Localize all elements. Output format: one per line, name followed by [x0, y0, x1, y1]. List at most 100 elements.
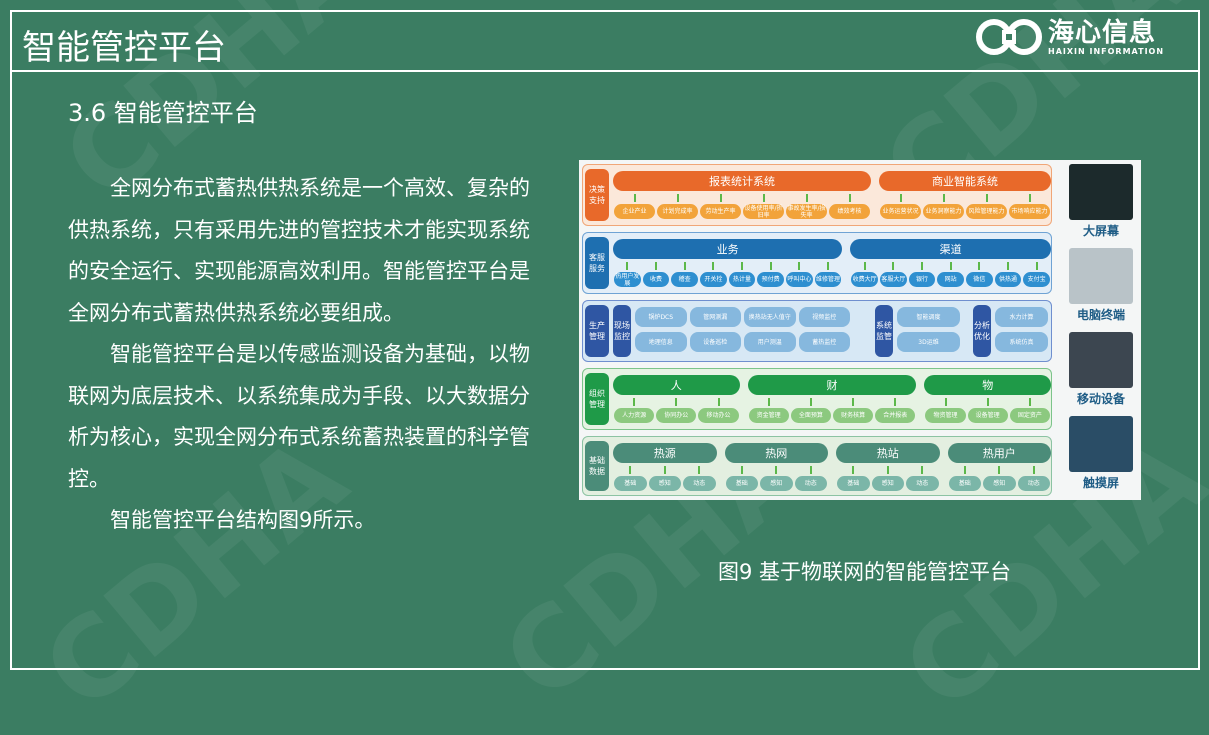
group-bar: 财 [747, 375, 917, 395]
module-pill: 业务洞察能力 [923, 204, 964, 219]
section-title: 3.6 智能管控平台 [68, 99, 258, 127]
group-bar: 热网 [724, 443, 828, 463]
arrow-icon [944, 398, 947, 406]
logo-text-cn: 海心信息 [1048, 17, 1157, 48]
company-logo: 海心信息 HAIXIN INFORMATION [976, 18, 1164, 56]
arrow-icon [675, 398, 678, 406]
module-pill: 感知 [871, 476, 904, 491]
device-image [1069, 416, 1133, 472]
arrow-icon [1007, 262, 1009, 270]
arrow-icon [633, 194, 636, 202]
module-pill: 企业产业 [614, 204, 655, 219]
arrow-icon [719, 194, 722, 202]
module-pill: 计划完成率 [657, 204, 698, 219]
arrow-icon [663, 466, 666, 474]
arrow-icon [852, 398, 855, 406]
arrow-icon [998, 466, 1001, 474]
arrow-icon [775, 466, 778, 474]
module-pill: 维修管理 [814, 272, 842, 287]
arrow-icon [809, 466, 812, 474]
platform-architecture-diagram: 决策支持报表统计系统企业产业计划完成率劳动生产率设备使用率/折旧率事故发生率/损… [579, 160, 1141, 500]
arrow-icon [740, 466, 743, 474]
module-pill: 财务核算 [833, 408, 874, 423]
diagram-layer-service: 客服服务业务热用户发展收费稽查开关栓热计量预付费呼叫中心维修管理渠道收费大厅客服… [582, 232, 1052, 294]
module-pill: 动态 [683, 476, 716, 491]
group-bar: 渠道 [850, 239, 1051, 259]
layer-label: 组织管理 [585, 373, 609, 425]
arrow-icon [942, 194, 945, 202]
logo-text-en: HAIXIN INFORMATION [1048, 46, 1165, 56]
figure-caption: 图9 基于物联网的智能管控平台 [718, 560, 1012, 584]
module-pill: 客服大厅 [880, 272, 907, 287]
layer-label: 客服服务 [585, 237, 609, 289]
arrow-icon [986, 398, 989, 406]
arrow-icon [985, 194, 988, 202]
arrow-icon [676, 194, 679, 202]
module-pill: 基础 [725, 476, 758, 491]
module-pill: 换热站无人值守 [744, 307, 796, 327]
group-label: 分析优化 [973, 305, 991, 357]
module-pill: 感知 [648, 476, 681, 491]
module-pill: 供热通 [994, 272, 1022, 287]
arrow-icon [655, 262, 657, 270]
module-pill: 开关栓 [700, 272, 727, 287]
group-bar: 报表统计系统 [613, 171, 871, 191]
module-pill: 事故发生率/损失率 [786, 204, 827, 219]
group-bar: 物 [924, 375, 1051, 395]
group-bar: 热源 [613, 443, 717, 463]
module-pill: 系统仿真 [995, 332, 1048, 352]
layer-label: 决策支持 [585, 169, 609, 221]
module-pill: 视频监控 [798, 307, 850, 327]
arrow-icon [629, 466, 632, 474]
arrow-icon [741, 262, 743, 270]
module-pill: 设备使用率/折旧率 [743, 204, 784, 219]
module-pill: 基础 [837, 476, 870, 491]
module-pill: 风险管理能力 [966, 204, 1007, 219]
module-pill: 基础 [948, 476, 981, 491]
arrow-icon [848, 194, 851, 202]
module-pill: 劳动生产率 [700, 204, 741, 219]
module-pill: 全面预算 [790, 408, 831, 423]
header-divider [10, 70, 1200, 72]
module-pill: 设备管理 [967, 408, 1008, 423]
device-label: 移动设备 [1076, 392, 1125, 406]
arrow-icon [827, 262, 829, 270]
arrow-icon [1035, 262, 1038, 270]
group-bar: 业务 [613, 239, 843, 259]
paragraph: 智能管控平台结构图9所示。 [110, 508, 376, 532]
group-bar: 人 [613, 375, 740, 395]
arrow-icon [892, 262, 895, 270]
module-pill: 动态 [906, 476, 939, 491]
arrow-icon [683, 262, 686, 270]
module-pill: 支付宝 [1023, 272, 1050, 287]
device-image [1069, 248, 1133, 304]
module-pill: 收费大厅 [851, 272, 878, 287]
device-image [1069, 164, 1133, 220]
module-pill: 固定资产 [1009, 408, 1050, 423]
module-pill: 合并报表 [875, 408, 916, 423]
arrow-icon [899, 194, 902, 202]
arrow-icon [805, 194, 808, 202]
paragraph: 智能管控平台是以传感监测设备为基础，以物联网为底层技术、以系统集成为手段、以大数… [68, 342, 530, 491]
arrow-icon [1032, 466, 1035, 474]
device-label: 触摸屏 [1082, 476, 1119, 490]
arrow-icon [963, 466, 966, 474]
group-bar: 热用户 [947, 443, 1051, 463]
arrow-icon [863, 262, 866, 270]
module-pill: 管网测漏 [689, 307, 741, 327]
module-pill: 设备巡检 [689, 332, 741, 352]
module-pill: 呼叫中心 [786, 272, 813, 287]
module-pill: 收费 [642, 272, 670, 287]
module-pill: 网站 [937, 272, 964, 287]
arrow-icon [798, 262, 801, 270]
arrow-icon [852, 466, 855, 474]
arrow-icon [769, 262, 772, 270]
arrow-icon [949, 262, 952, 270]
arrow-icon [712, 262, 715, 270]
device-0: 大屏幕 [1063, 164, 1139, 239]
module-pill: 蓄热监控 [798, 332, 850, 352]
arrow-icon [1028, 398, 1031, 406]
diagram-layer-decision: 决策支持报表统计系统企业产业计划完成率劳动生产率设备使用率/折旧率事故发生率/损… [582, 164, 1052, 226]
layer-label: 基础数据 [585, 441, 609, 491]
arrow-icon [921, 262, 923, 270]
